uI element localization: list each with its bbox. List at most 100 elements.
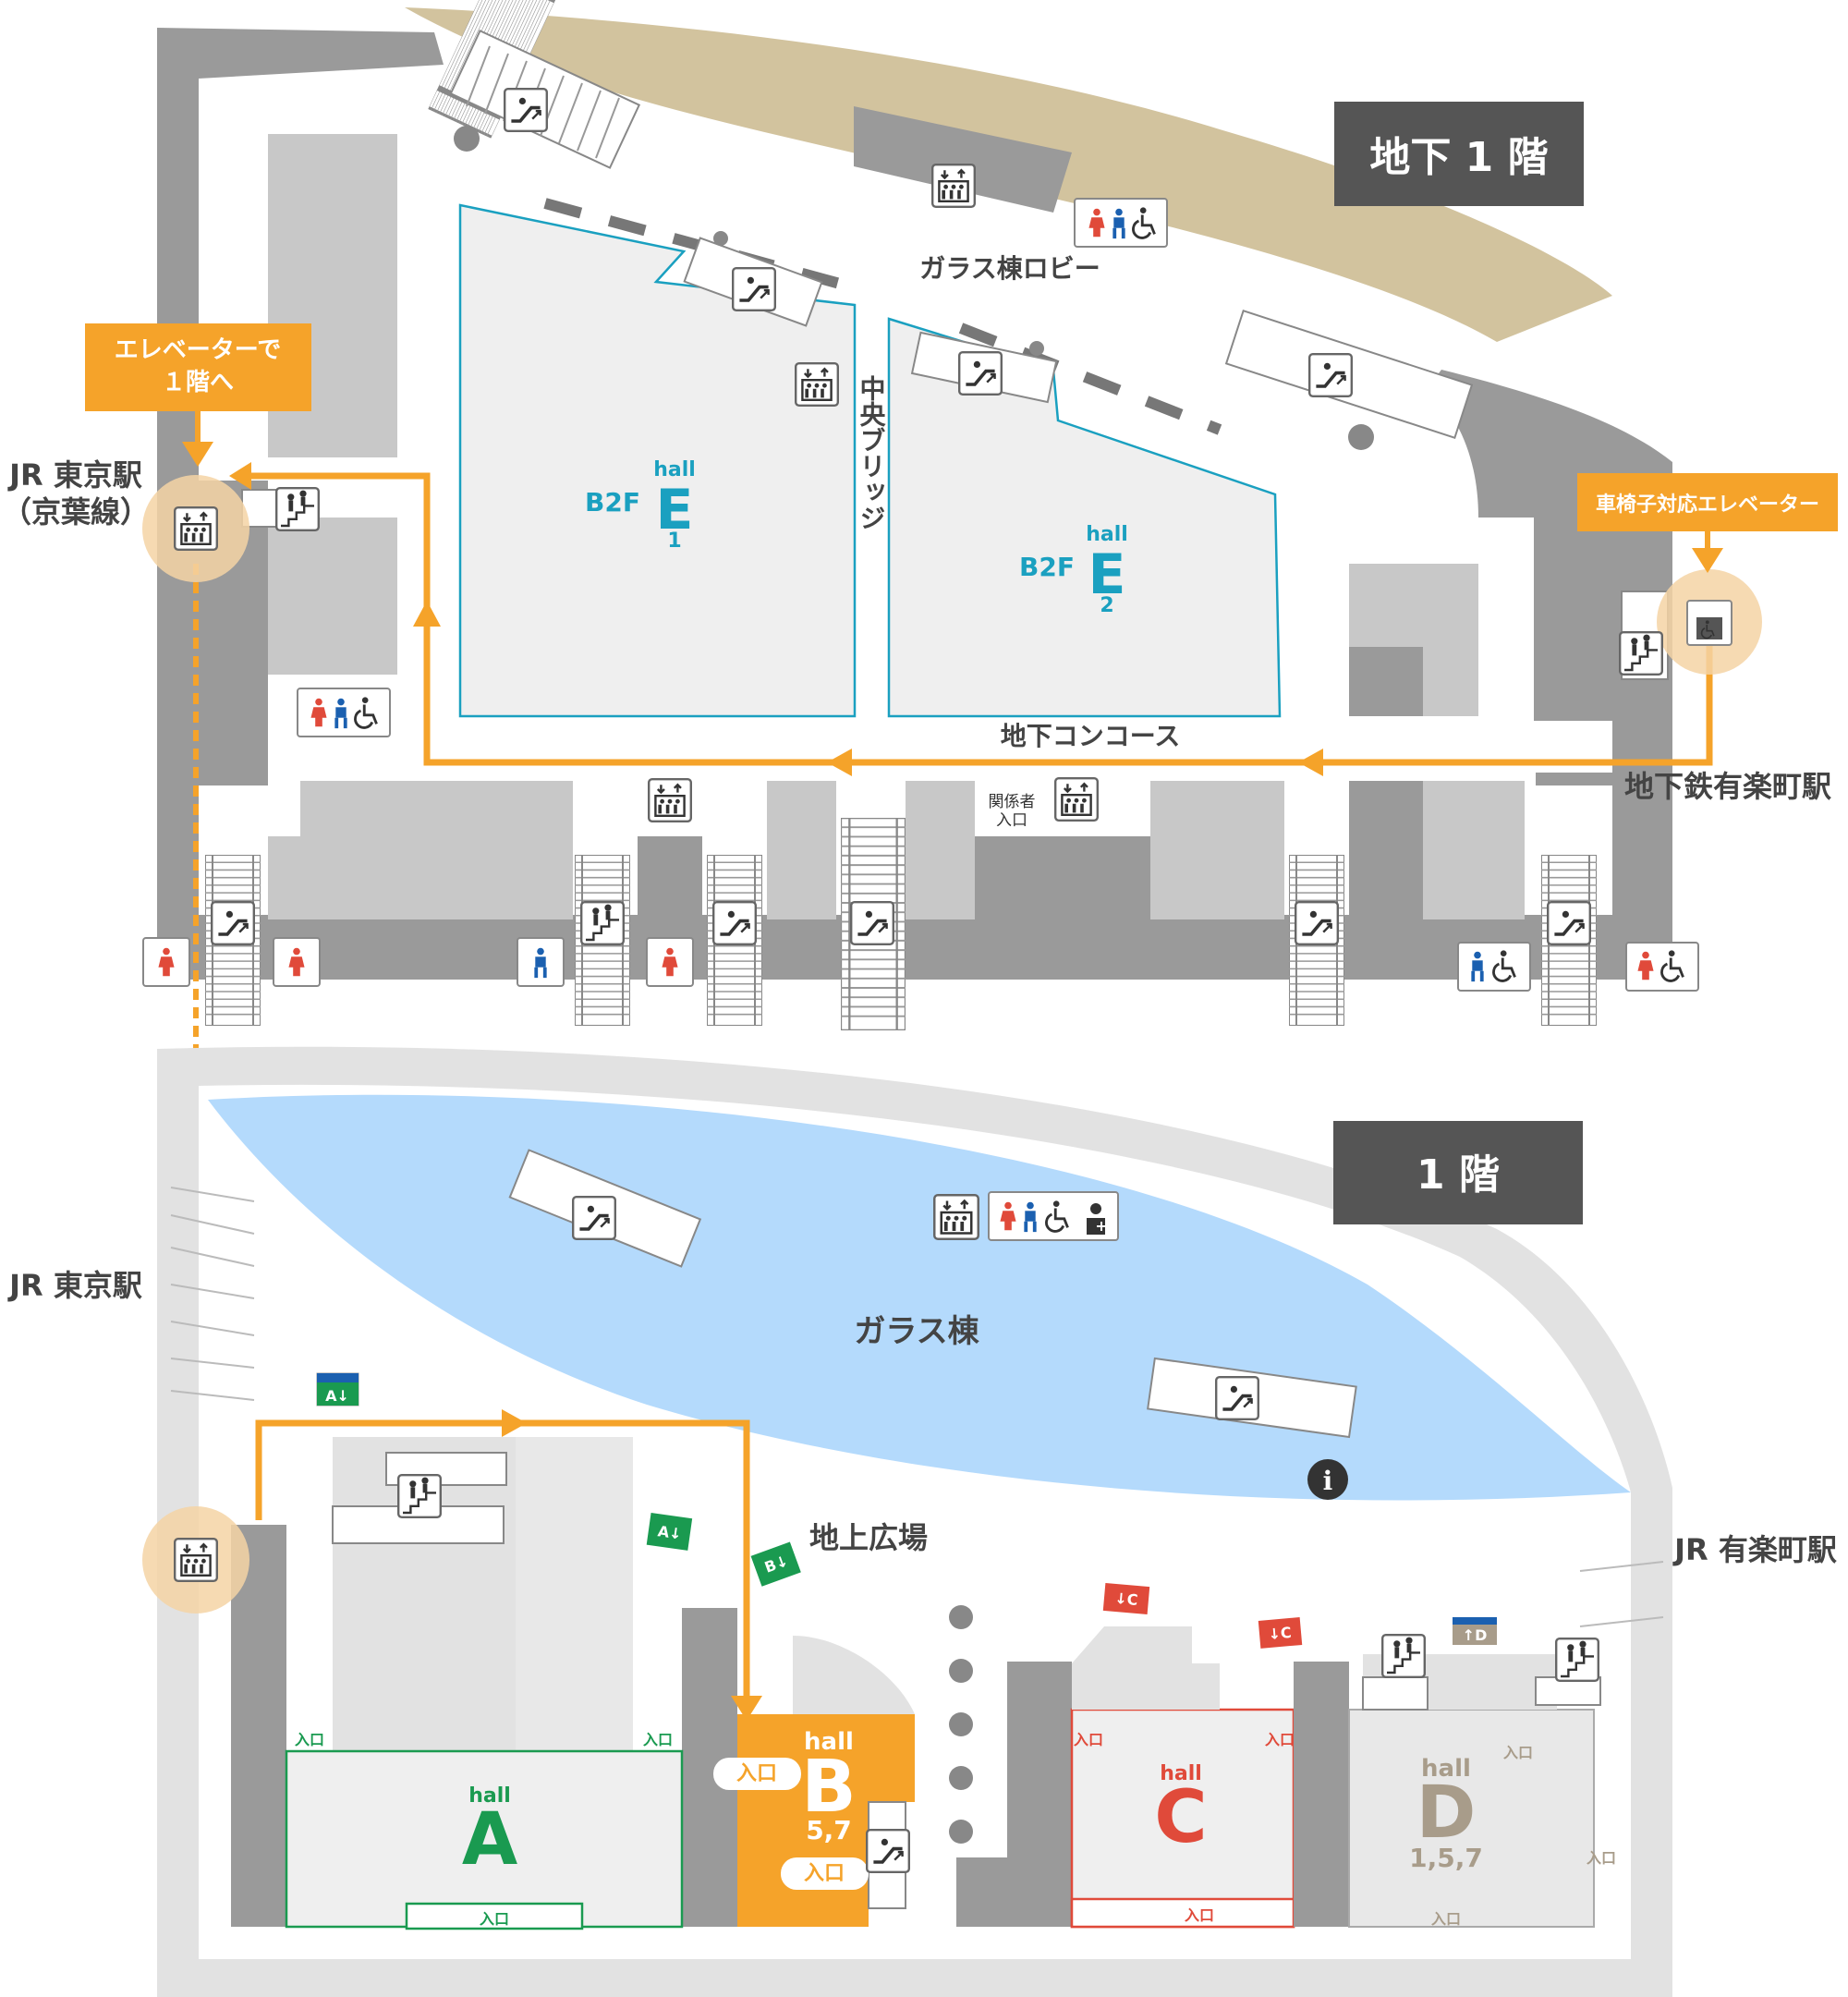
hall-c-top bbox=[1072, 1626, 1220, 1710]
station-jr-tokyo: JR 東京駅 bbox=[7, 1268, 142, 1303]
stairs-d-2 bbox=[1535, 1676, 1601, 1706]
pillar bbox=[949, 1712, 973, 1736]
shop-block-5 bbox=[906, 781, 975, 919]
area-staff-entrance-2: 入口 bbox=[996, 811, 1027, 830]
entrance-b-2: 入口 bbox=[804, 1862, 845, 1885]
escalator-icon bbox=[850, 901, 894, 945]
pillar bbox=[1348, 424, 1374, 450]
escalator-icon bbox=[712, 901, 757, 945]
stairs-d-1 bbox=[1362, 1676, 1429, 1711]
ground-floor-plan: A↓ A↓ B↓ ↓C ↓C ↑D 入口 入口 入口 入口 入口 bbox=[7, 1046, 1837, 1997]
entrance-c-e: 入口 bbox=[1265, 1731, 1295, 1748]
hall-e1-letter: E bbox=[656, 478, 694, 542]
route-arrow bbox=[1692, 548, 1723, 573]
hall-d-num: 1,5,7 bbox=[1409, 1843, 1483, 1873]
elevator-icon bbox=[795, 362, 839, 407]
route-arrow bbox=[229, 462, 251, 490]
route-arrow bbox=[182, 442, 213, 467]
basement-floor-plan: 地下 1 階 エレベーターで １階へ 車椅子対応エレベーター JR 東京駅 （京… bbox=[2, 0, 1838, 1492]
elevator-icon bbox=[648, 778, 692, 822]
restroom-icon bbox=[517, 937, 565, 987]
svg-text:↑D: ↑D bbox=[1463, 1626, 1488, 1644]
shop-block-9 bbox=[1423, 781, 1525, 919]
corridor-wall bbox=[157, 915, 1672, 980]
escalator-icon bbox=[572, 1196, 616, 1240]
restroom-icon bbox=[142, 937, 190, 987]
floor-label-1f-bg bbox=[1333, 1121, 1583, 1224]
stairs-icon bbox=[398, 1475, 441, 1517]
pillar bbox=[949, 1820, 973, 1844]
elevator-note-line1: エレベーターで bbox=[115, 336, 281, 364]
wheelchair-elevator-icon bbox=[1686, 600, 1732, 646]
exit-sign-b: B↓ bbox=[750, 1541, 801, 1587]
hall-c-letter: C bbox=[1154, 1776, 1207, 1859]
restroom-icon bbox=[1457, 942, 1531, 992]
pillar bbox=[454, 126, 480, 152]
hall-a-area bbox=[285, 1749, 684, 1929]
floor-label-b1: 地下 1 階 bbox=[1369, 134, 1548, 181]
restroom-icon bbox=[1074, 198, 1168, 248]
west-wall bbox=[157, 28, 444, 980]
route-arrow bbox=[731, 1696, 762, 1721]
escalator-icon bbox=[1308, 353, 1353, 397]
exit-sign-c: ↓C bbox=[1102, 1582, 1150, 1615]
east-shop-2 bbox=[1349, 647, 1423, 716]
hall-c-floor bbox=[1070, 1897, 1295, 1929]
pillar bbox=[949, 1605, 973, 1629]
svg-text:A↓: A↓ bbox=[325, 1387, 349, 1405]
hall-e1-level: B2F bbox=[585, 487, 640, 518]
hall-a-block-2 bbox=[516, 1437, 633, 1751]
hall-e1-num: 1 bbox=[667, 530, 681, 553]
entrance-d-s: 入口 bbox=[1431, 1910, 1461, 1928]
hall-a-letter: A bbox=[462, 1798, 517, 1881]
restroom-icon bbox=[988, 1191, 1119, 1241]
entrance-d-e: 入口 bbox=[1587, 1849, 1616, 1867]
station-jr-keiyo-1: JR 東京駅 bbox=[7, 457, 142, 493]
escalator-icon bbox=[1295, 901, 1339, 945]
shop-block-8 bbox=[1349, 781, 1423, 919]
escalator-icon bbox=[732, 267, 776, 311]
entrance-a-ne: 入口 bbox=[643, 1731, 673, 1748]
stairs-icon bbox=[1382, 1635, 1425, 1677]
elevator-icon bbox=[931, 164, 976, 208]
hall-a-entrance-notch bbox=[405, 1902, 584, 1930]
wheelchair-note-bg bbox=[1577, 473, 1838, 531]
east-block bbox=[1534, 554, 1612, 721]
restroom-icon bbox=[297, 688, 391, 737]
info-icon: i bbox=[1307, 1459, 1348, 1500]
restroom-icon bbox=[273, 937, 321, 987]
area-glass-building: ガラス棟 bbox=[854, 1313, 979, 1350]
elevator-icon bbox=[174, 1538, 218, 1582]
hall-b-dome bbox=[793, 1636, 915, 1714]
shop-block-6 bbox=[975, 836, 1150, 919]
entrance-d-ne: 入口 bbox=[1503, 1744, 1533, 1761]
area-central-bridge: 中央ブリッジ bbox=[857, 375, 887, 530]
hall-d-letter: D bbox=[1416, 1772, 1477, 1855]
wheelchair-note: 車椅子対応エレベーター bbox=[1596, 493, 1819, 517]
route-b1-concourse bbox=[236, 472, 1713, 766]
elevator-icon bbox=[933, 1194, 979, 1240]
entrance-b-1-bg bbox=[713, 1758, 801, 1790]
escalator-icon bbox=[504, 88, 548, 132]
shop-block-4 bbox=[767, 781, 836, 919]
stairs-icon bbox=[276, 488, 319, 530]
area-staff-entrance-1: 関係者 bbox=[989, 793, 1036, 811]
svg-text:↓C: ↓C bbox=[1114, 1589, 1139, 1609]
shop-block-3 bbox=[638, 836, 702, 919]
west-block-2 bbox=[268, 518, 397, 675]
entrance-c-w: 入口 bbox=[1074, 1731, 1103, 1748]
entrance-b-1: 入口 bbox=[736, 1762, 777, 1785]
pillar bbox=[949, 1766, 973, 1790]
floor-label-b1-bg bbox=[1334, 102, 1584, 206]
hall-b-num: 5,7 bbox=[806, 1815, 852, 1845]
svg-text:A↓: A↓ bbox=[657, 1522, 683, 1542]
escalator-icon bbox=[1547, 901, 1591, 945]
station-jr-yurakucho: JR 有楽町駅 bbox=[1672, 1532, 1837, 1567]
shop-block-2 bbox=[300, 781, 573, 919]
hall-cd-divider bbox=[1294, 1662, 1349, 1927]
hall-e2-word: hall bbox=[1086, 523, 1128, 546]
exit-sign-a: A↓ bbox=[316, 1372, 359, 1406]
escalator-icon bbox=[1215, 1376, 1259, 1420]
rail-lines-west bbox=[170, 1187, 255, 1401]
